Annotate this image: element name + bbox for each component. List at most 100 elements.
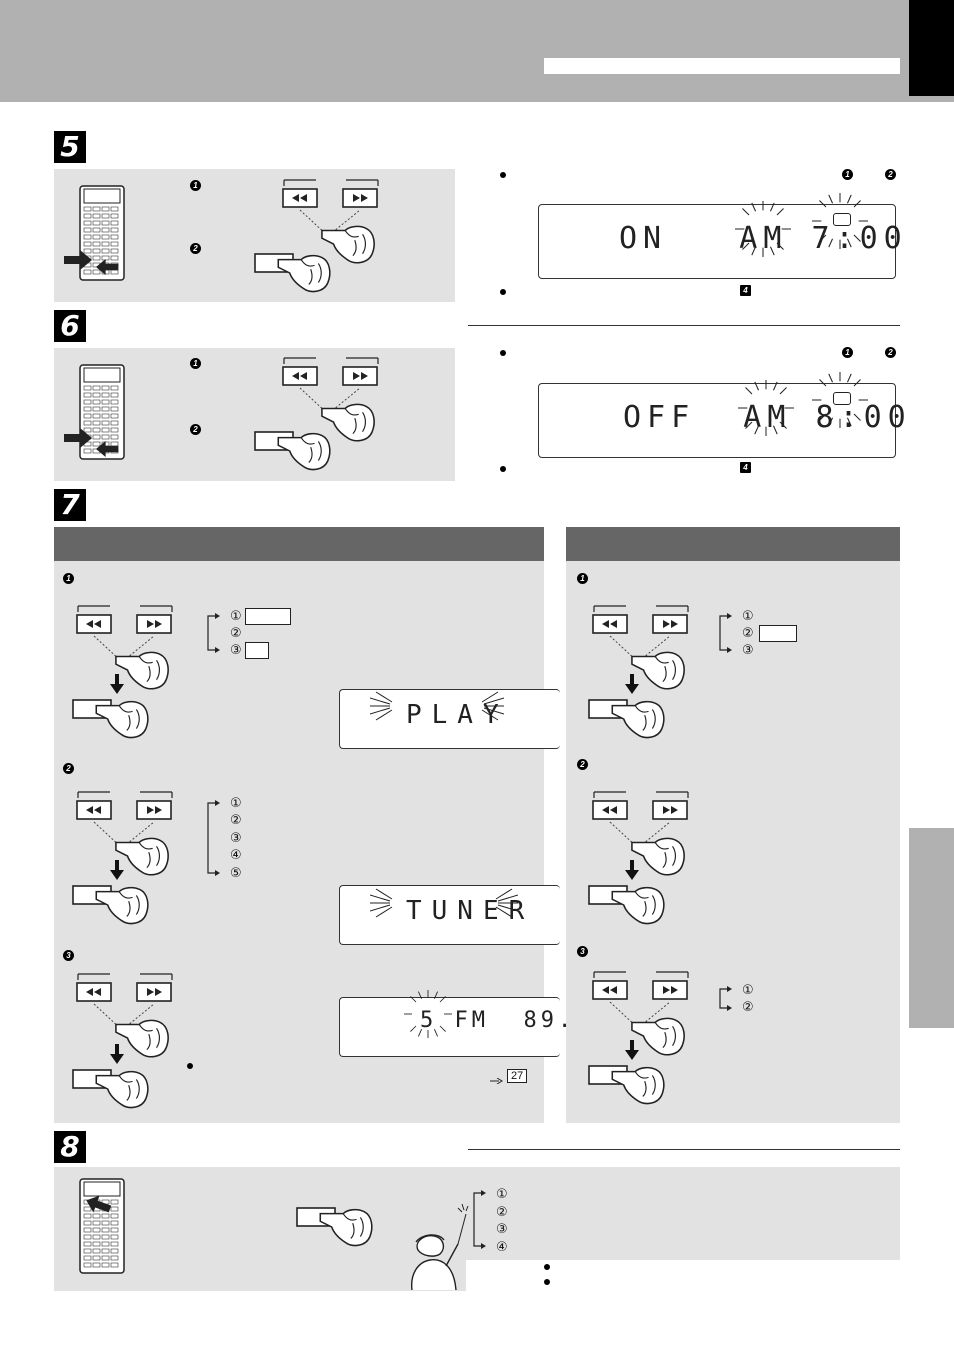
option-number: ②	[230, 813, 242, 828]
option-box	[245, 642, 269, 659]
divider	[468, 1149, 900, 1150]
ref-mark-1: 1	[842, 347, 853, 358]
enter-key-hand-icon[interactable]	[72, 1066, 154, 1110]
press-arrow-icon	[62, 428, 92, 448]
timer-mark-icon	[833, 213, 851, 226]
option-number: ①	[230, 609, 242, 624]
enter-key-hand-icon[interactable]	[72, 696, 154, 740]
arrow-down-icon	[110, 1044, 124, 1064]
header-title-bar	[544, 58, 900, 74]
enter-key-hand-icon[interactable]	[72, 882, 154, 926]
remote-icon	[79, 1178, 125, 1274]
option-number: ①	[742, 609, 754, 624]
cycle-bracket	[719, 986, 732, 1011]
substep-2-mark: 2	[63, 763, 74, 774]
option-number: ②	[230, 626, 242, 641]
skip-keys-hand-icon[interactable]	[590, 790, 690, 880]
enter-key-hand-icon[interactable]	[588, 882, 670, 926]
arrow-down-icon	[625, 860, 639, 880]
enter-key-hand-icon[interactable]	[588, 696, 670, 740]
bullet	[187, 1063, 193, 1069]
blink-indicator	[481, 691, 504, 721]
substep-2-mark: 2	[190, 424, 201, 435]
option-box	[245, 608, 291, 625]
play-display: PLAY	[339, 689, 560, 749]
option-number: ③	[496, 1222, 508, 1237]
option-number: ③	[230, 831, 242, 846]
step-7-badge: 7	[54, 489, 86, 521]
option-box	[759, 625, 797, 642]
arrow-down-icon	[110, 860, 124, 880]
option-number: ③	[742, 643, 754, 658]
header-band	[0, 0, 954, 102]
corner-tab	[909, 0, 954, 96]
blink-indicator	[370, 691, 393, 721]
skip-keys-hand-icon[interactable]	[590, 970, 690, 1060]
tuner-text: TUNER	[406, 896, 535, 926]
step-8-panel	[54, 1167, 900, 1260]
substep-1-mark: 1	[577, 573, 588, 584]
bullet	[544, 1264, 550, 1270]
ref-mark-4: 4	[740, 285, 751, 296]
press-arrow-icon	[62, 250, 92, 270]
page-reference[interactable]: 27	[507, 1069, 528, 1083]
bullet	[500, 172, 506, 178]
option-number: ①	[742, 983, 754, 998]
blink-indicator	[370, 888, 393, 918]
bullet	[500, 289, 506, 295]
cycle-bracket	[719, 613, 732, 653]
conductor-icon	[411, 1203, 469, 1291]
bullet	[500, 466, 506, 472]
step-6-badge: 6	[54, 310, 86, 342]
on-time-text: ON AM 7:00	[619, 221, 908, 256]
substep-1-mark: 1	[190, 180, 201, 191]
press-arrow-icon	[96, 440, 120, 458]
blink-indicator	[738, 380, 794, 436]
bullet	[500, 350, 506, 356]
cycle-bracket	[207, 613, 220, 653]
option-number: ⑤	[230, 866, 242, 881]
substep-2-mark: 2	[577, 759, 588, 770]
side-section-tab	[909, 828, 954, 1028]
step-7-right-header	[566, 527, 900, 561]
step-8-badge: 8	[54, 1131, 86, 1163]
page-ref-arrow-icon	[490, 1071, 504, 1085]
ref-mark-2: 2	[885, 169, 896, 180]
play-text: PLAY	[406, 700, 509, 730]
enter-key-hand-icon[interactable]	[296, 1204, 378, 1248]
off-time-text: OFF AM 8:00	[623, 400, 912, 435]
enter-key-hand-icon[interactable]	[588, 1062, 670, 1106]
option-number: ②	[496, 1205, 508, 1220]
blink-indicator	[404, 990, 452, 1038]
skip-keys-hand-icon[interactable]	[74, 790, 174, 880]
substep-1-mark: 1	[63, 573, 74, 584]
skip-keys-hand-icon[interactable]	[590, 604, 690, 694]
substep-1-mark: 1	[190, 358, 201, 369]
skip-keys-hand-icon[interactable]	[74, 972, 174, 1062]
tuner-display: TUNER	[339, 885, 560, 945]
cycle-bracket	[473, 1190, 486, 1249]
option-number: ②	[742, 626, 754, 641]
arrow-down-icon	[625, 674, 639, 694]
divider	[468, 325, 900, 326]
step-7-left-header	[54, 527, 544, 561]
ref-mark-1: 1	[842, 169, 853, 180]
blink-indicator	[495, 888, 518, 918]
blink-indicator	[735, 201, 791, 257]
substep-2-mark: 2	[190, 243, 201, 254]
option-number: ①	[496, 1187, 508, 1202]
option-number: ④	[230, 848, 242, 863]
option-number: ②	[742, 1000, 754, 1015]
bullet	[544, 1279, 550, 1285]
arrow-down-icon	[625, 1040, 639, 1060]
skip-keys-hand-icon[interactable]	[74, 604, 174, 694]
enter-key-hand-icon[interactable]	[254, 250, 336, 294]
ref-mark-2: 2	[885, 347, 896, 358]
ref-mark-4: 4	[740, 462, 751, 473]
enter-key-hand-icon[interactable]	[254, 428, 336, 472]
option-number: ①	[230, 796, 242, 811]
press-arrow-icon	[96, 258, 120, 276]
step-5-badge: 5	[54, 131, 86, 163]
timer-mark-icon	[833, 392, 851, 405]
option-number: ④	[496, 1240, 508, 1255]
